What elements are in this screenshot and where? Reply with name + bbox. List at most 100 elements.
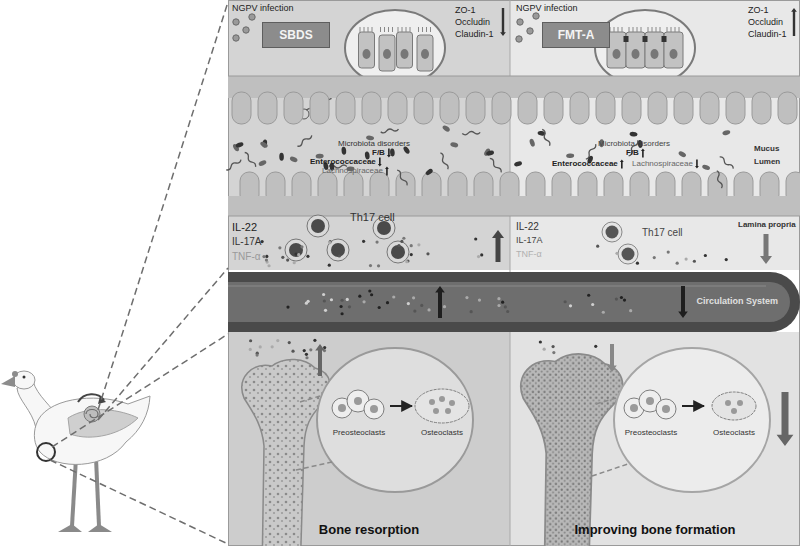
trend-arrow xyxy=(315,344,325,376)
zoom-leader xyxy=(296,462,332,470)
virus-particle xyxy=(517,19,523,25)
trend-arrow xyxy=(695,160,699,169)
zoom-circle xyxy=(614,348,770,492)
cytokine-dot xyxy=(620,296,623,299)
cytokine-dot xyxy=(591,303,594,306)
taxon-label: Enterococcaceae xyxy=(552,160,618,168)
bacterium xyxy=(529,138,536,147)
bacterium xyxy=(323,162,329,171)
trend-arrow xyxy=(500,8,506,36)
villus xyxy=(336,92,355,124)
band-label: Circulation System xyxy=(696,297,778,306)
cytokine-dot xyxy=(501,301,504,304)
treatment-box: SBDS xyxy=(262,22,330,48)
cell-nucleus xyxy=(439,396,445,402)
zoom-circle xyxy=(345,10,445,86)
cell-nucleus xyxy=(433,408,439,414)
cell-shape xyxy=(412,386,472,426)
cytokine-dot xyxy=(470,310,473,313)
villus xyxy=(492,92,511,124)
goose-illustration xyxy=(1,371,150,532)
cell-nucleus xyxy=(632,49,640,59)
villus xyxy=(258,92,277,124)
microvillus xyxy=(614,27,615,32)
zoom-circle xyxy=(317,348,473,492)
cytokine-dot xyxy=(261,240,264,243)
bacterium xyxy=(566,153,574,158)
epithelial-cell xyxy=(417,35,433,71)
bacterium xyxy=(329,163,334,171)
villus xyxy=(570,92,589,124)
preosteoclast-cell xyxy=(656,399,676,419)
microvillus xyxy=(406,27,407,32)
cytokine-dot xyxy=(417,243,420,246)
cytokine-dot xyxy=(362,240,365,243)
cytokine-label: IL-22 xyxy=(516,222,539,232)
protein-label: ZO-1 xyxy=(748,6,769,15)
cytokine-dot xyxy=(278,246,281,249)
bacterium xyxy=(341,147,346,155)
osteoclast-cell xyxy=(415,389,469,423)
cytokine-dot xyxy=(313,339,316,342)
cell-nucleus xyxy=(630,404,638,412)
cytokine-dot xyxy=(543,348,546,351)
microvillus xyxy=(384,27,385,32)
cytokine-dot xyxy=(474,237,477,240)
zoom-leader xyxy=(98,268,228,420)
microvillus xyxy=(679,27,680,32)
cytokine-dot xyxy=(412,296,415,299)
cytokine-dot xyxy=(265,258,268,261)
th17-nucleus xyxy=(606,226,619,239)
microvillus xyxy=(426,27,427,32)
microvillus xyxy=(430,27,431,32)
cell-group: Preosteoclasts xyxy=(328,386,390,440)
cell-shape xyxy=(620,386,682,426)
cytokine-dot xyxy=(305,302,308,305)
protein-label: Occludin xyxy=(455,18,490,27)
zoom-circle xyxy=(595,10,695,86)
microvillus xyxy=(656,27,657,32)
bacterium xyxy=(390,148,395,156)
cell-nucleus xyxy=(370,405,378,413)
cytokine-dot xyxy=(341,299,344,302)
cytokine-label: IL-17A xyxy=(232,237,261,247)
cytokine-dot xyxy=(281,256,284,259)
cytokine-dot xyxy=(271,345,274,348)
zoom-leader xyxy=(596,398,616,404)
cytokine-dot xyxy=(413,309,416,312)
bone-marker xyxy=(37,443,55,461)
zoom-leader xyxy=(52,334,228,447)
microvillus xyxy=(410,27,411,32)
microvillus xyxy=(380,27,381,32)
box-label: FMT-A xyxy=(558,29,595,41)
cytokine-dot xyxy=(465,296,468,299)
cell-nucleus xyxy=(662,405,670,413)
bacterium xyxy=(366,135,375,141)
cytokine-dot xyxy=(569,304,572,307)
cytokine-dot xyxy=(377,264,380,267)
trend-arrow xyxy=(791,8,797,36)
villus xyxy=(544,92,563,124)
cell-nucleus xyxy=(363,49,371,59)
cytokine-dot xyxy=(249,348,252,351)
cytokine-dot xyxy=(303,349,306,352)
bacterium xyxy=(637,140,643,149)
trend-arrow xyxy=(435,286,445,318)
bacterium-rod xyxy=(296,134,312,147)
microvillus xyxy=(633,27,634,32)
cytokine-dot xyxy=(294,252,297,255)
cytokine-dot xyxy=(615,252,618,255)
cytokine-dot xyxy=(623,299,626,302)
villus xyxy=(440,92,459,124)
zoom-leader xyxy=(592,464,628,476)
villus xyxy=(596,92,615,124)
virus-particle xyxy=(516,36,522,42)
bacterium-rod xyxy=(627,140,639,157)
epithelium-zoom xyxy=(345,10,445,86)
villus xyxy=(310,92,329,124)
goose-knob xyxy=(12,371,18,377)
ratio-label: F/B xyxy=(626,149,639,157)
cell-nucleus xyxy=(383,49,391,59)
cytokine-dot xyxy=(402,237,405,240)
region-label: Mucus xyxy=(754,145,779,153)
